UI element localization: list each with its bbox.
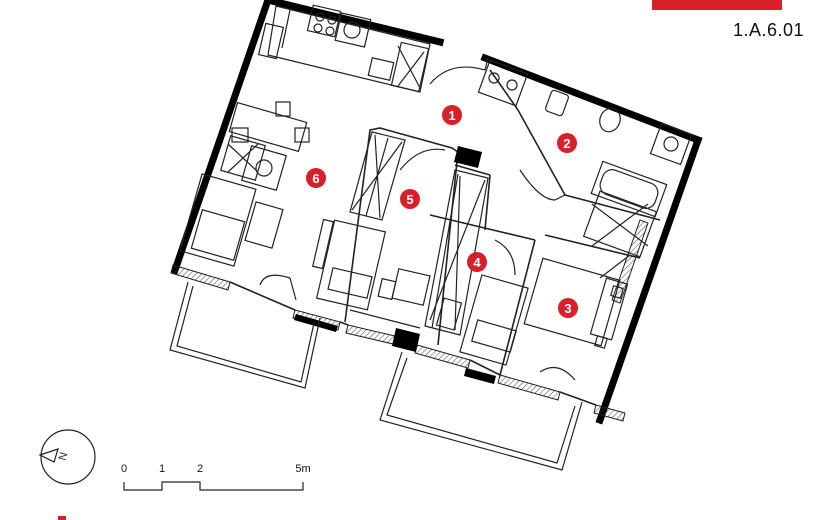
room-marker-3: 3	[558, 298, 578, 318]
hatched-walls	[170, 219, 649, 422]
room-number-6: 6	[312, 171, 319, 186]
room-marker-4: 4	[467, 252, 487, 272]
brand-tab	[652, 0, 782, 10]
scale-label-1: 1	[159, 463, 165, 475]
room-number-5: 5	[406, 192, 413, 207]
balconies	[169, 281, 583, 471]
room-number-4: 4	[473, 255, 481, 270]
room-number-1: 1	[448, 108, 455, 123]
room-number-3: 3	[564, 301, 571, 316]
kitchen-counter	[257, 4, 431, 93]
room-marker-5: 5	[400, 189, 420, 209]
scale-label-2: 2	[197, 463, 203, 475]
room-marker-1: 1	[442, 105, 462, 125]
furniture-room3	[523, 254, 631, 381]
scale-label-5m: 5m	[295, 463, 310, 475]
bathroom-fixtures	[477, 59, 693, 258]
entrance-door	[429, 57, 489, 85]
north-arrow-compass: N	[38, 429, 96, 485]
room-number-2: 2	[563, 136, 570, 151]
room-marker-2: 2	[557, 133, 577, 153]
room-marker-6: 6	[306, 168, 326, 188]
furniture-room5	[312, 218, 431, 329]
compass-north-label: N	[57, 451, 71, 462]
scale-label-0: 0	[121, 463, 127, 475]
scale-bar: 0 1 2 5m	[121, 463, 311, 491]
wardrobe-room5	[349, 131, 446, 221]
furniture-room4	[435, 274, 529, 366]
room-markers: 1 2 3 4 5 6	[306, 105, 578, 318]
unit-code: 1.A.6.01	[732, 20, 804, 40]
structural-columns	[294, 146, 496, 384]
furniture-room6	[179, 101, 310, 301]
wardrobe-room4	[424, 169, 516, 336]
brand-mark	[58, 516, 66, 520]
